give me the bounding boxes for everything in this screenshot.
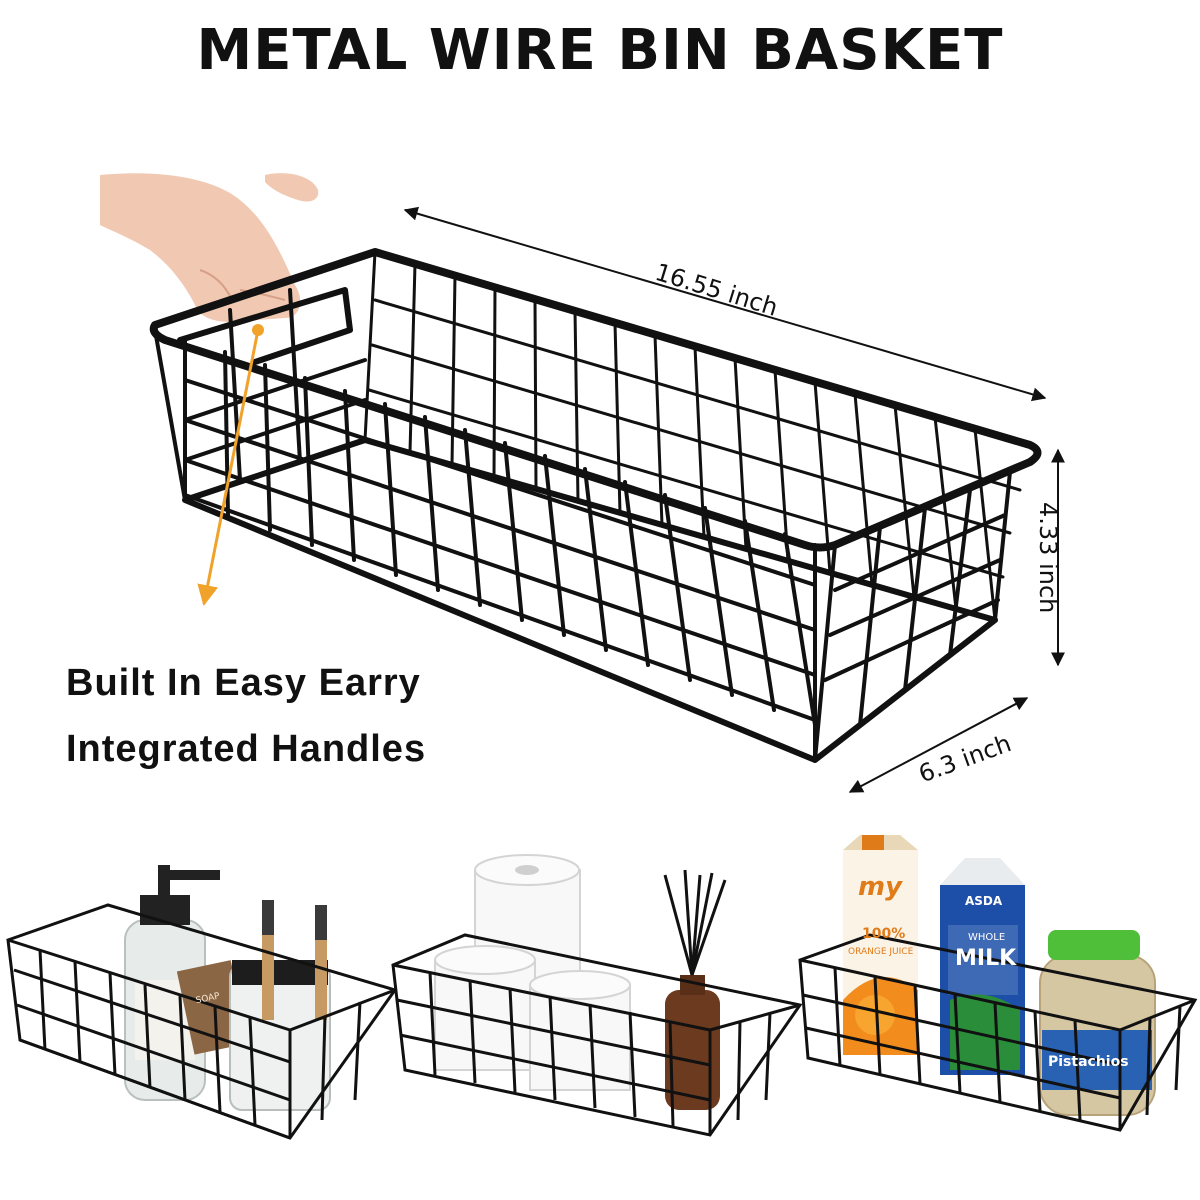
milk-name-label: MILK [955,946,1017,971]
milk-brand-label: ASDA [965,894,1003,908]
width-dimension-arrow [848,697,1029,793]
juice-type-label: ORANGE JUICE [848,947,914,957]
height-dimension-label: 4.33 inch [1034,502,1062,614]
feature-callout: Built In Easy Earry Integrated Handles [66,650,426,782]
toilet-paper-basket-scene [391,854,803,1137]
feature-line-1: Built In Easy Earry [66,662,421,704]
juice-percent-label: 100% [862,926,905,942]
feature-line-2: Integrated Handles [66,728,427,770]
page-title: METAL WIRE BIN BASKET [196,18,1004,83]
hand-illustration [100,173,319,322]
juice-brand-label: my [858,872,903,902]
bathroom-basket-scene [6,865,398,1140]
main-wire-basket [149,248,1042,763]
nuts-jar-label: Pistachios [1048,1054,1129,1070]
length-dimension-arrow [403,206,1047,402]
pantry-basket-scene [798,835,1198,1132]
milk-type-label: WHOLE [968,932,1005,943]
handle-pointer-arrow [197,324,264,607]
